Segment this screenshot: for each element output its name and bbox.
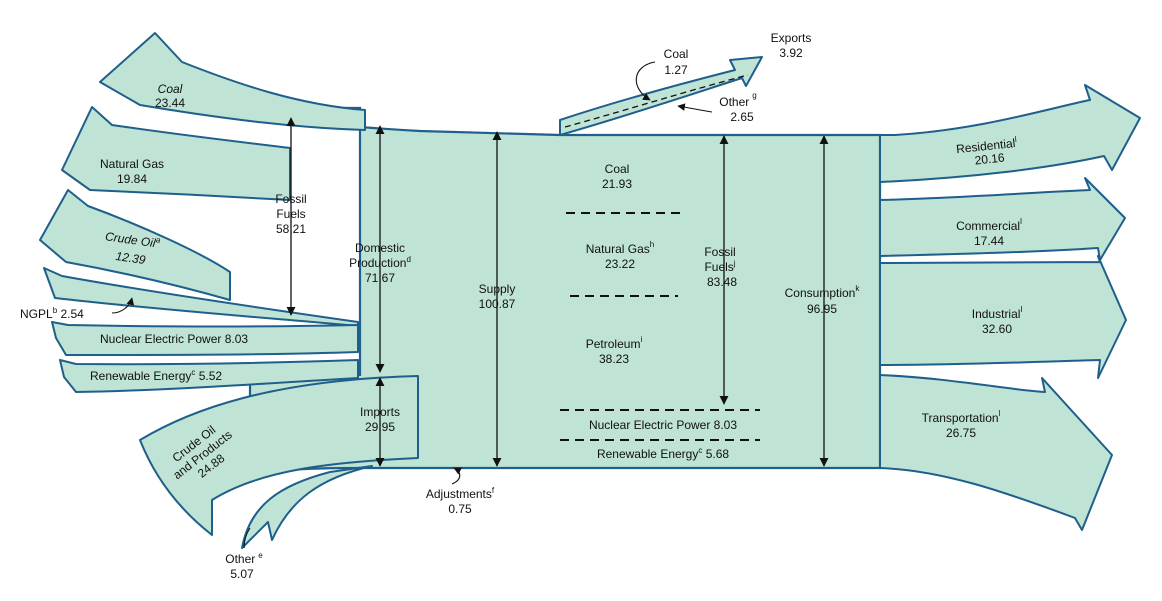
industrial-label: Industriall xyxy=(972,305,1023,321)
crude-oil-products-input-flow xyxy=(139,375,419,536)
middle-coal-label: Coal xyxy=(605,162,630,176)
consumption-label: Consumptionk xyxy=(785,284,861,300)
domestic-production-line1: Domestic xyxy=(355,241,405,255)
middle-nuclear-label: Nuclear Electric Power 8.03 xyxy=(589,418,737,432)
middle-coal-value: 21.93 xyxy=(602,177,632,191)
renewable-input-flow xyxy=(59,359,359,393)
fossil-fuels-value: 58.21 xyxy=(276,222,306,236)
natural-gas-input-label: Natural Gas xyxy=(100,157,164,171)
adjustments-label: Adjustmentsf xyxy=(426,486,495,501)
crude-oil-input-value: 12.39 xyxy=(115,249,147,267)
exports-label: Exports xyxy=(771,31,812,45)
middle-gas-value: 23.22 xyxy=(605,257,635,271)
other-imports-value: 5.07 xyxy=(230,567,254,581)
fossil-fuels-line2: Fuels xyxy=(276,207,305,221)
adjustments-callout xyxy=(451,467,462,485)
transportation-label: Transportationl xyxy=(922,409,1001,425)
exports-flow xyxy=(559,56,763,136)
fossil-consumed-line1: Fossil xyxy=(704,245,735,259)
exports-coal-callout xyxy=(635,61,656,101)
residential-output-flow xyxy=(879,84,1141,183)
middle-gas-label: Natural Gash xyxy=(586,240,654,256)
commercial-output-flow xyxy=(879,177,1126,261)
exports-coal-value: 1.27 xyxy=(664,63,688,77)
fossil-consumed-line2: Fuelsj xyxy=(704,259,735,274)
industrial-output-flow xyxy=(879,255,1127,379)
fossil-consumed-value: 83.48 xyxy=(707,275,737,289)
domestic-production-value: 71.67 xyxy=(365,271,395,285)
adjustments-value: 0.75 xyxy=(448,502,472,516)
nuclear-input-label: Nuclear Electric Power 8.03 xyxy=(100,332,248,346)
natural-gas-input-value: 19.84 xyxy=(117,172,147,186)
domestic-production-line2: Productiond xyxy=(349,255,411,270)
consumption-value: 96.95 xyxy=(807,302,837,316)
coal-input-flow xyxy=(99,32,366,131)
exports-other-value: 2.65 xyxy=(730,110,754,124)
residential-value: 20.16 xyxy=(974,150,1006,167)
ngpl-callout xyxy=(111,297,135,314)
industrial-value: 32.60 xyxy=(982,322,1012,336)
supply-label: Supply xyxy=(479,282,516,296)
transportation-output-flow xyxy=(879,374,1113,531)
transportation-value: 26.75 xyxy=(946,426,976,440)
supply-value: 100.87 xyxy=(479,297,516,311)
exports-other-callout xyxy=(677,103,713,113)
exports-coal-label: Coal xyxy=(664,47,689,61)
coal-input-label: Coal xyxy=(158,82,183,96)
exports-value: 3.92 xyxy=(779,46,803,60)
commercial-label: Commerciall xyxy=(956,217,1022,233)
middle-renewable-label: Renewable Energyc 5.68 xyxy=(597,446,729,461)
nuclear-input-flow xyxy=(51,321,359,356)
fossil-fuels-line1: Fossil xyxy=(275,192,306,206)
middle-petroleum-value: 38.23 xyxy=(599,352,629,366)
exports-divider xyxy=(564,74,749,128)
other-imports-input-flow xyxy=(241,465,373,549)
ngpl-input-label: NGPLb 2.54 xyxy=(20,306,84,321)
residential-label: Residentiall xyxy=(955,135,1018,156)
crude-oil-input-flow xyxy=(39,189,231,301)
other-imports-callout xyxy=(243,527,251,549)
coal-input-value: 23.44 xyxy=(155,96,185,110)
imports-label: Imports xyxy=(360,405,400,419)
ngpl-input-flow xyxy=(43,267,359,327)
renewable-input-label: Renewable Energyc 5.52 xyxy=(90,368,222,383)
middle-petroleum-label: Petroleumi xyxy=(586,335,643,351)
commercial-value: 17.44 xyxy=(974,234,1004,248)
imports-value: 29.95 xyxy=(365,420,395,434)
